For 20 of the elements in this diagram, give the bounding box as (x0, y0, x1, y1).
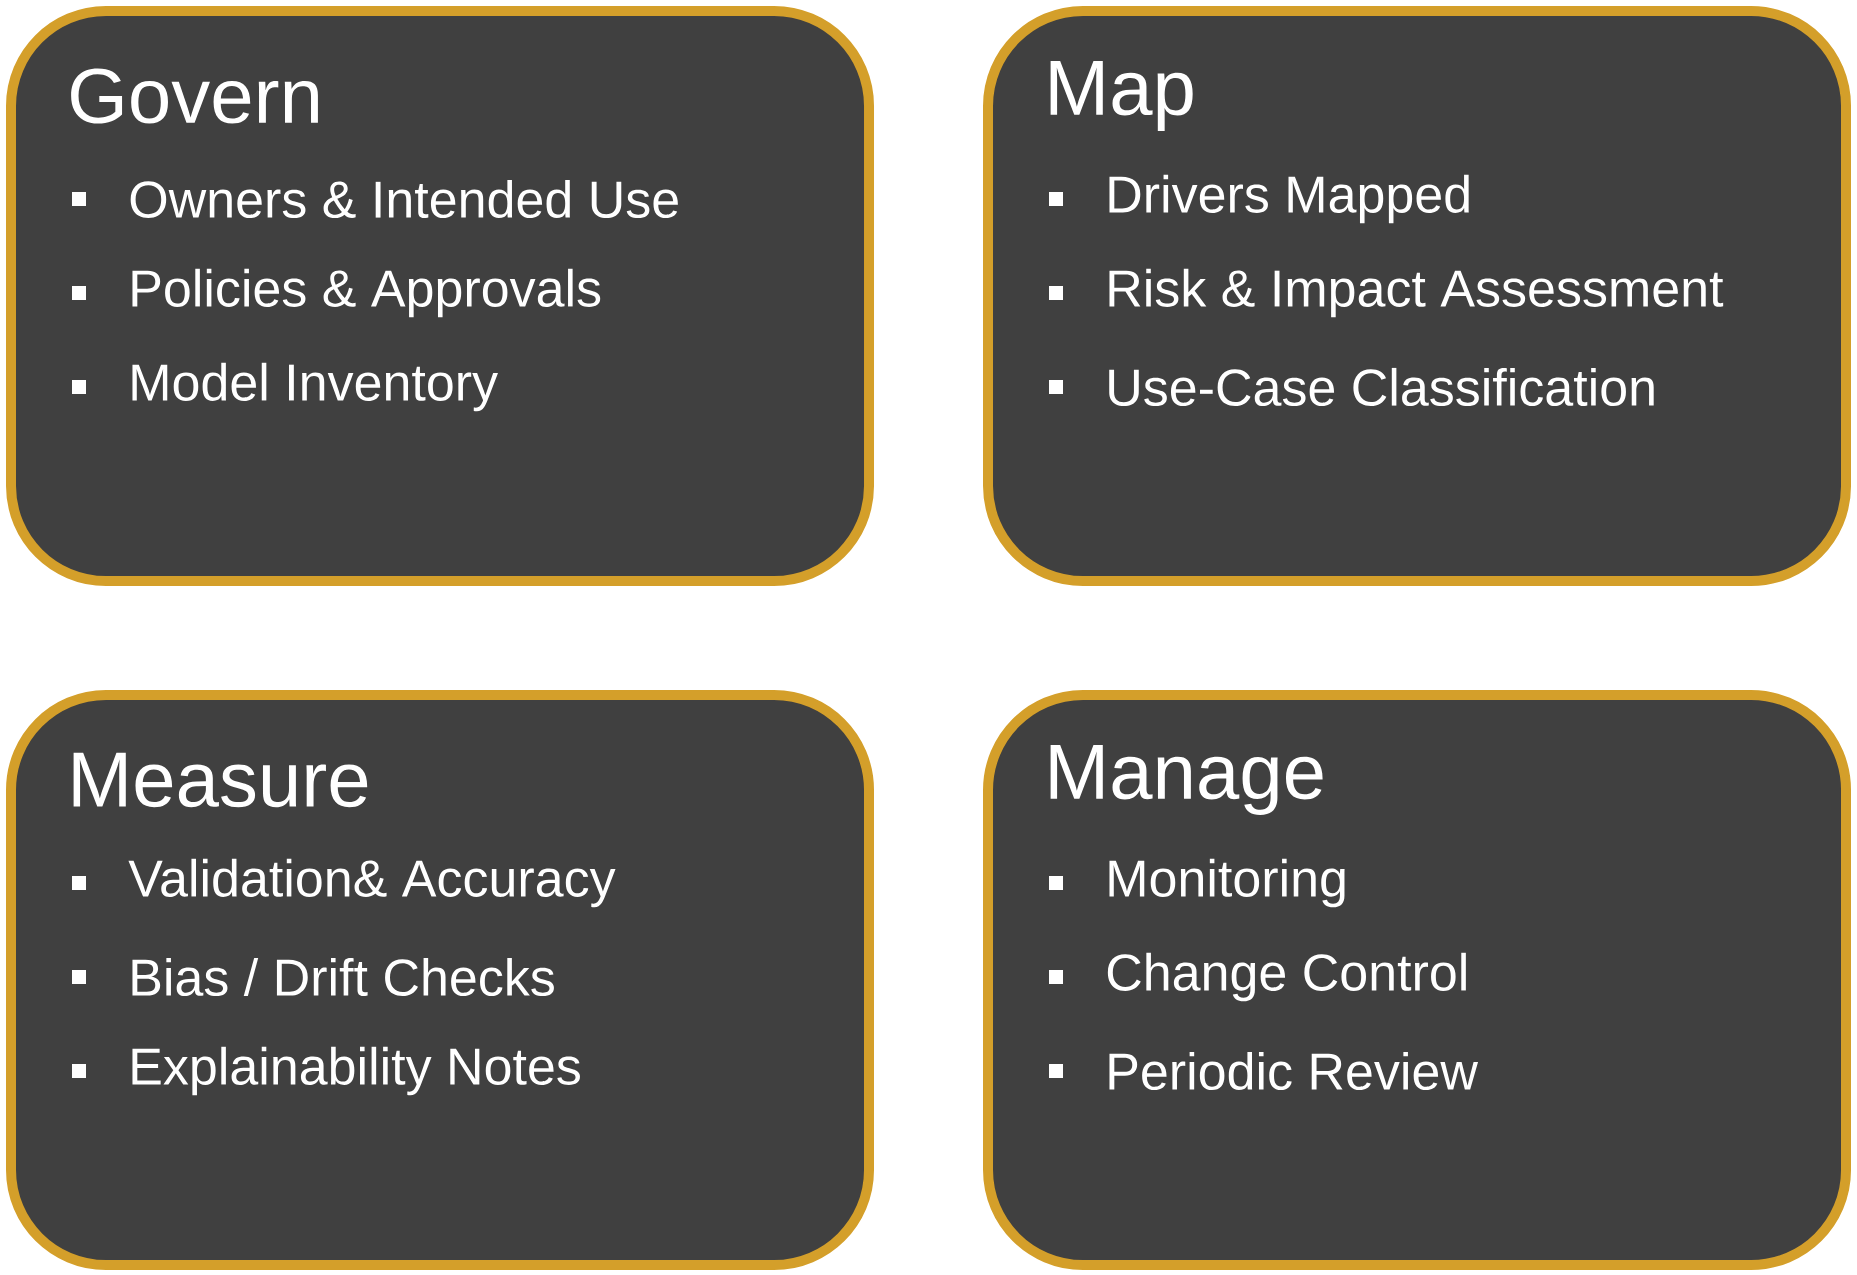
panel-box (983, 690, 1851, 1270)
panel-box (6, 6, 874, 586)
bullet-item: Model Inventory (132, 362, 498, 412)
panel-box (983, 6, 1851, 586)
bullet-item: Bias / Drift Checks (132, 957, 554, 997)
bullet-item: Drivers Mapped (1109, 174, 1469, 224)
bullet-item: Policies & Approvals (132, 268, 601, 318)
bullet-item: Use-Case Classification (1109, 367, 1654, 407)
heading: Map (1050, 61, 1193, 131)
heading: Govern (71, 68, 318, 124)
bullet-item: Monitoring (1109, 858, 1345, 908)
heading: Manage (1050, 745, 1323, 815)
bullet-item: Validation& Accuracy (128, 858, 616, 908)
heading: Measure (73, 752, 368, 808)
bullet-item: Explainability Notes (132, 1046, 580, 1096)
bullet-item: Risk & Impact Assessment (1109, 268, 1724, 318)
panel-box (6, 690, 874, 1270)
bullet-item: Owners & Intended Use (130, 179, 678, 219)
bullet-item: Change Control (1107, 952, 1466, 1002)
bullet-item: Periodic Review (1109, 1051, 1479, 1091)
